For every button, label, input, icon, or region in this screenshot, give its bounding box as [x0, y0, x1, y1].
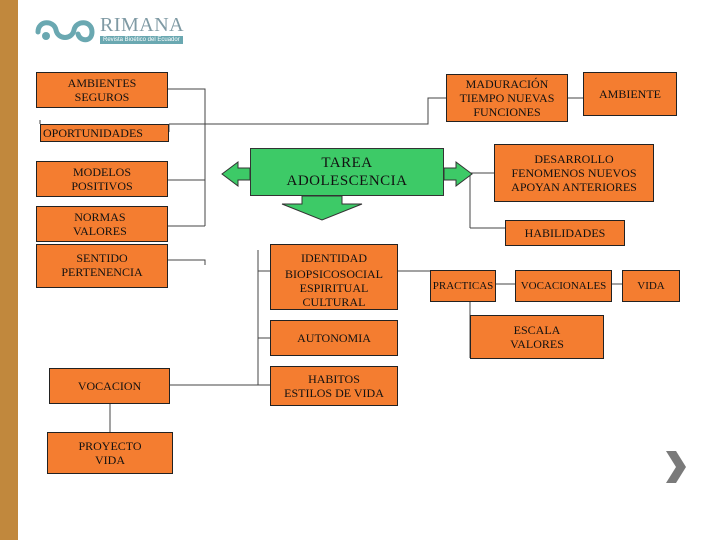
- node-oportunidades: OPORTUNIDADES: [40, 124, 169, 142]
- brand-tagline: Revista Bioético del Ecuador: [100, 36, 183, 44]
- node-maduracion: MADURACIÓN TIEMPO NUEVAS FUNCIONES: [446, 74, 568, 122]
- node-autonomia: AUTONOMIA: [270, 320, 398, 356]
- node-ambientes-seguros: AMBIENTES SEGUROS: [36, 72, 168, 108]
- node-modelos-positivos: MODELOS POSITIVOS: [36, 161, 168, 197]
- chevron-right-icon[interactable]: [664, 449, 688, 485]
- node-identidad: IDENTIDAD BIOPSICOSOCIAL ESPIRITUAL CULT…: [270, 244, 398, 310]
- brand-name: RIMANA: [100, 14, 185, 36]
- node-desarrollo: DESARROLLO FENOMENOS NUEVOS APOYAN ANTER…: [494, 144, 654, 202]
- node-practicas: PRACTICAS: [430, 270, 496, 302]
- node-vocacionales: VOCACIONALES: [515, 270, 612, 302]
- node-sentido-pertenencia: SENTIDO PERTENENCIA: [36, 244, 168, 288]
- node-habitos: HABITOS ESTILOS DE VIDA: [270, 366, 398, 406]
- node-habilidades: HABILIDADES: [505, 220, 625, 246]
- identidad-title: IDENTIDAD: [301, 251, 367, 265]
- node-vida: VIDA: [622, 270, 680, 302]
- side-accent-bar: [0, 0, 18, 540]
- node-vocacion: VOCACION: [49, 368, 170, 404]
- node-normas-valores: NORMAS VALORES: [36, 206, 168, 242]
- node-proyecto-vida: PROYECTO VIDA: [47, 432, 173, 474]
- node-ambiente: AMBIENTE: [583, 72, 677, 116]
- node-escala-valores: ESCALA VALORES: [470, 315, 604, 359]
- node-tarea-adolescencia: TAREA ADOLESCENCIA: [250, 148, 444, 196]
- rimana-swirl-icon: [35, 20, 95, 43]
- identidad-detail: BIOPSICOSOCIAL ESPIRITUAL CULTURAL: [284, 267, 383, 309]
- brand-logo: RIMANA Revista Bioético del Ecuador: [34, 14, 184, 50]
